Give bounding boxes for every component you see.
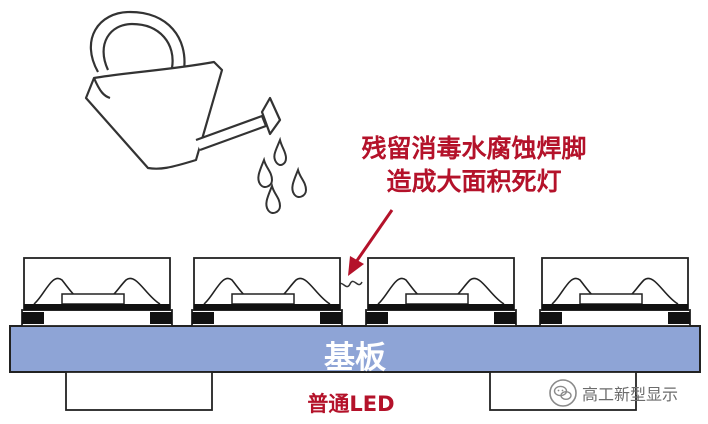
watering-can-icon: [84, 10, 282, 170]
led-chip: [365, 257, 517, 327]
water-drops: [257, 136, 308, 214]
led-chip: [21, 257, 173, 327]
corrosion-arrow: [348, 209, 394, 276]
substrate-label: 基板: [324, 340, 386, 376]
water-drop: [257, 156, 274, 188]
annotation-line-2: 造成大面积死灯: [386, 167, 562, 196]
water-drop: [291, 166, 308, 198]
led-chip: [539, 257, 691, 327]
wechat-icon: [549, 379, 577, 407]
watermark: 高工新型显示: [548, 378, 678, 408]
annotation-line-1: 残留消毒水腐蚀焊脚: [361, 134, 587, 163]
diagram-caption: 普通LED: [307, 392, 395, 416]
water-drop: [273, 136, 288, 166]
substrate: [9, 325, 701, 373]
support-foot: [65, 371, 213, 411]
corrosion-mark: [337, 280, 363, 288]
led-chip: [191, 257, 343, 327]
water-drop: [265, 182, 282, 214]
watermark-text: 高工新型显示: [582, 385, 679, 404]
